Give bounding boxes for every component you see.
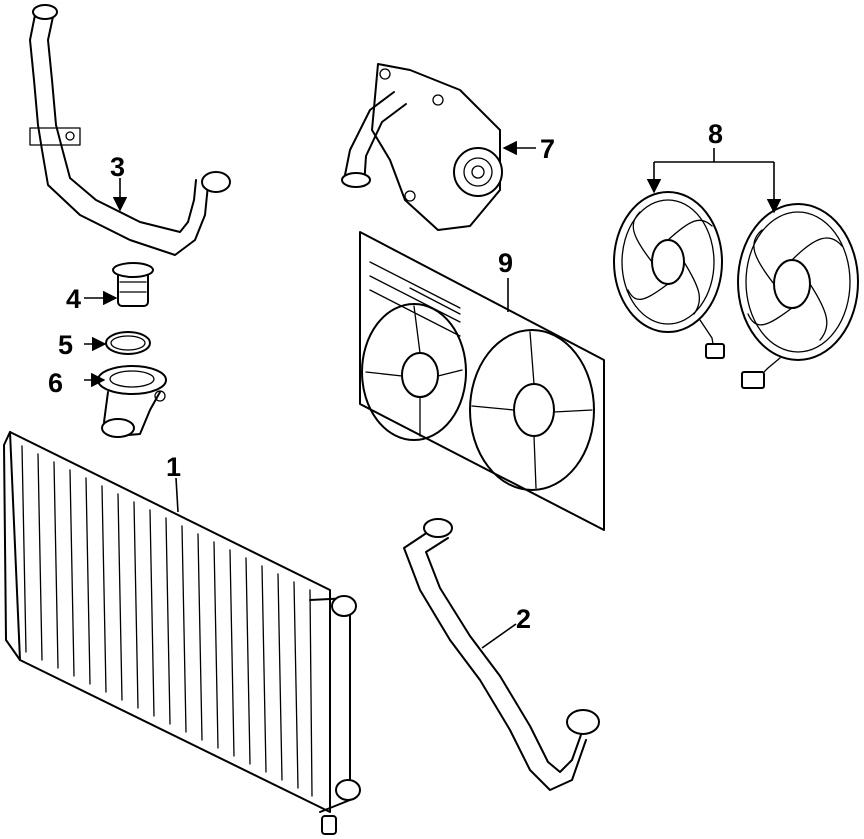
cooling-fan-right — [737, 203, 859, 389]
thermostat — [112, 262, 154, 307]
upper-coolant-hose — [29, 4, 231, 256]
thermostat-housing — [97, 365, 167, 438]
leader-lines — [84, 140, 782, 649]
lower-coolant-hose — [403, 518, 600, 791]
fan-shroud — [359, 231, 605, 531]
callout-9: 9 — [498, 248, 513, 278]
water-pump — [341, 63, 503, 231]
cooling-fan-left — [613, 191, 725, 359]
callout-7: 7 — [540, 134, 555, 164]
callout-6: 6 — [48, 368, 63, 398]
radiator — [3, 431, 361, 835]
callout-1: 1 — [166, 452, 181, 482]
callout-3: 3 — [110, 152, 125, 182]
callout-5: 5 — [58, 330, 73, 360]
callout-8: 8 — [708, 119, 723, 149]
seal-ring — [105, 331, 151, 355]
callout-2: 2 — [516, 604, 531, 634]
callout-4: 4 — [66, 284, 81, 314]
